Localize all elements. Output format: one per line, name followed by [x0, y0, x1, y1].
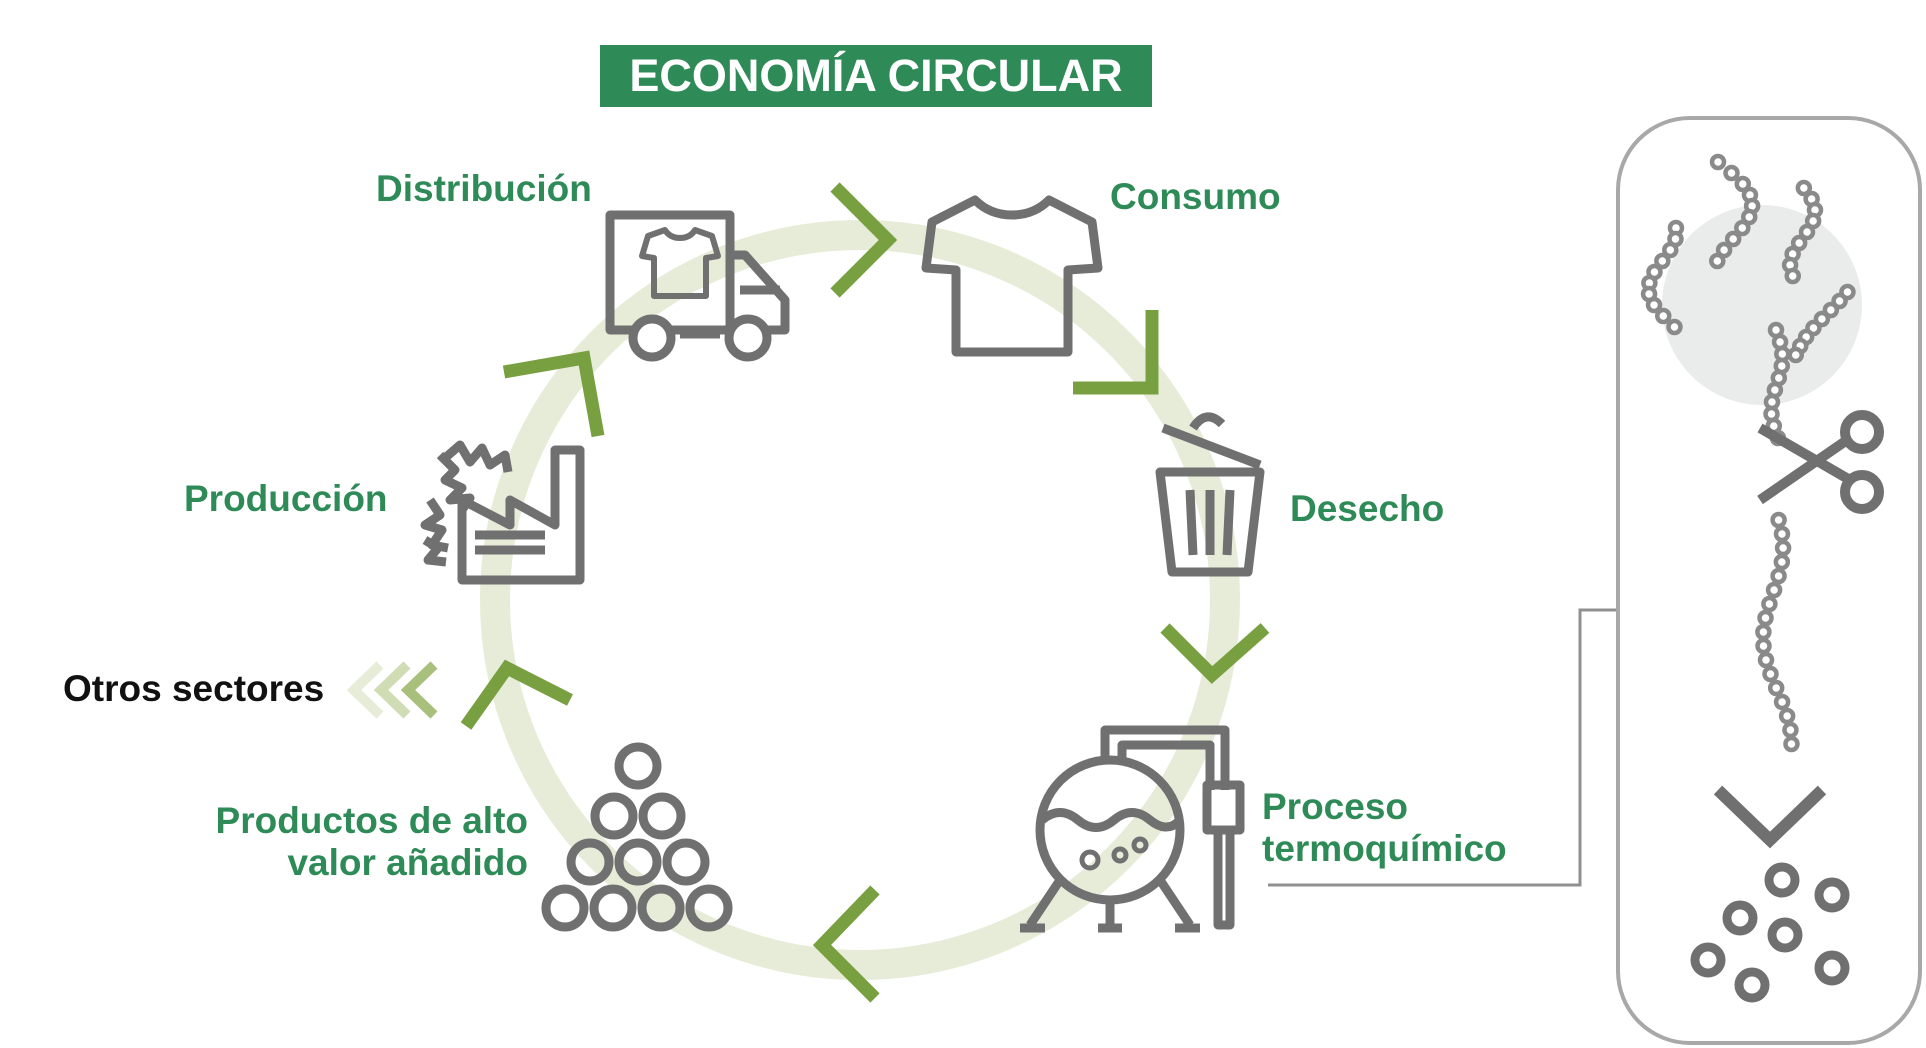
arrow-distribution-to-consumption [830, 182, 898, 298]
polymer-bead [1655, 307, 1672, 325]
pellet-stack-icon [541, 742, 733, 932]
truck-icon [605, 210, 790, 362]
factory-icon [420, 440, 585, 585]
polymer-detail-panel [1616, 116, 1922, 1045]
other-sectors-arrows [346, 661, 438, 719]
connector-line [1268, 608, 1618, 887]
polymer-bead [1734, 219, 1751, 237]
tshirt-icon [921, 195, 1103, 357]
polymer-bead [1715, 241, 1733, 259]
cycle-arrows [460, 182, 1270, 1003]
polymer-chain-icon [1640, 153, 1856, 753]
trash-can-icon [1155, 412, 1265, 577]
down-arrow-icon [1713, 785, 1827, 849]
polymer-bead [1662, 241, 1679, 259]
polymer-bead [1770, 567, 1787, 585]
polymer-bead [1822, 301, 1840, 319]
polymer-bead [1765, 581, 1783, 599]
polymer-bead [1762, 665, 1779, 683]
label-distribution: Distribución [376, 168, 592, 209]
arrow-production-to-distribution [502, 350, 605, 438]
polymer-bead [1778, 707, 1796, 725]
polymer-bead [1724, 230, 1742, 248]
polymer-bead [1831, 292, 1848, 310]
label-process-line1: Proceso [1262, 786, 1409, 827]
polymer-bead [1709, 153, 1727, 171]
polymer-bead [1757, 651, 1775, 669]
label-other-sectors: Otros sectores [63, 668, 325, 709]
title-banner: ECONOMÍA CIRCULAR [600, 45, 1152, 107]
polymer-bead [1740, 208, 1758, 226]
polymer-bead [1782, 721, 1799, 739]
arrow-waste-to-process [1160, 623, 1270, 684]
label-waste: Desecho [1290, 488, 1445, 529]
polymer-bead [1773, 525, 1791, 543]
arrow-products-to-production [460, 659, 573, 730]
reactor-icon [1020, 725, 1245, 933]
label-process-line2: termoquímico [1262, 828, 1507, 869]
polymer-bead [1761, 595, 1778, 613]
polymer-bead [1795, 179, 1813, 197]
cycle-ring [480, 220, 1240, 980]
polymer-bead [1723, 164, 1740, 182]
polymer-bead [1734, 175, 1752, 193]
polymer-bead [1666, 318, 1683, 336]
polymer-bead [1757, 609, 1774, 627]
label-consumption: Consumo [1110, 176, 1281, 217]
polymer-bead [1755, 623, 1772, 641]
diagram-title: ECONOMÍA CIRCULAR [629, 50, 1123, 101]
polymer-bead [1773, 553, 1791, 571]
polymer-bead [1654, 252, 1671, 270]
polymer-bead [1784, 267, 1801, 285]
polymer-bead [1709, 252, 1726, 270]
scissors-icon [1757, 410, 1884, 514]
polymer-bead [1770, 511, 1787, 529]
molecules-icon [1690, 862, 1850, 1003]
polymer-bead [1798, 223, 1816, 241]
polymer-bead [1755, 637, 1772, 655]
polymer-bead [1773, 693, 1791, 711]
polymer-bead [1645, 296, 1663, 314]
label-products-line1: Productos de alto [215, 800, 528, 841]
arrow-process-to-products [812, 885, 880, 1003]
polymer-bead [1767, 679, 1785, 697]
polymer-bead [1774, 539, 1792, 557]
label-products-line2: valor añadido [287, 842, 528, 883]
polymer-bead [1783, 735, 1800, 753]
label-production: Producción [184, 478, 388, 519]
polymer-bead [1787, 346, 1805, 364]
arrow-consumption-to-waste [1073, 310, 1159, 395]
